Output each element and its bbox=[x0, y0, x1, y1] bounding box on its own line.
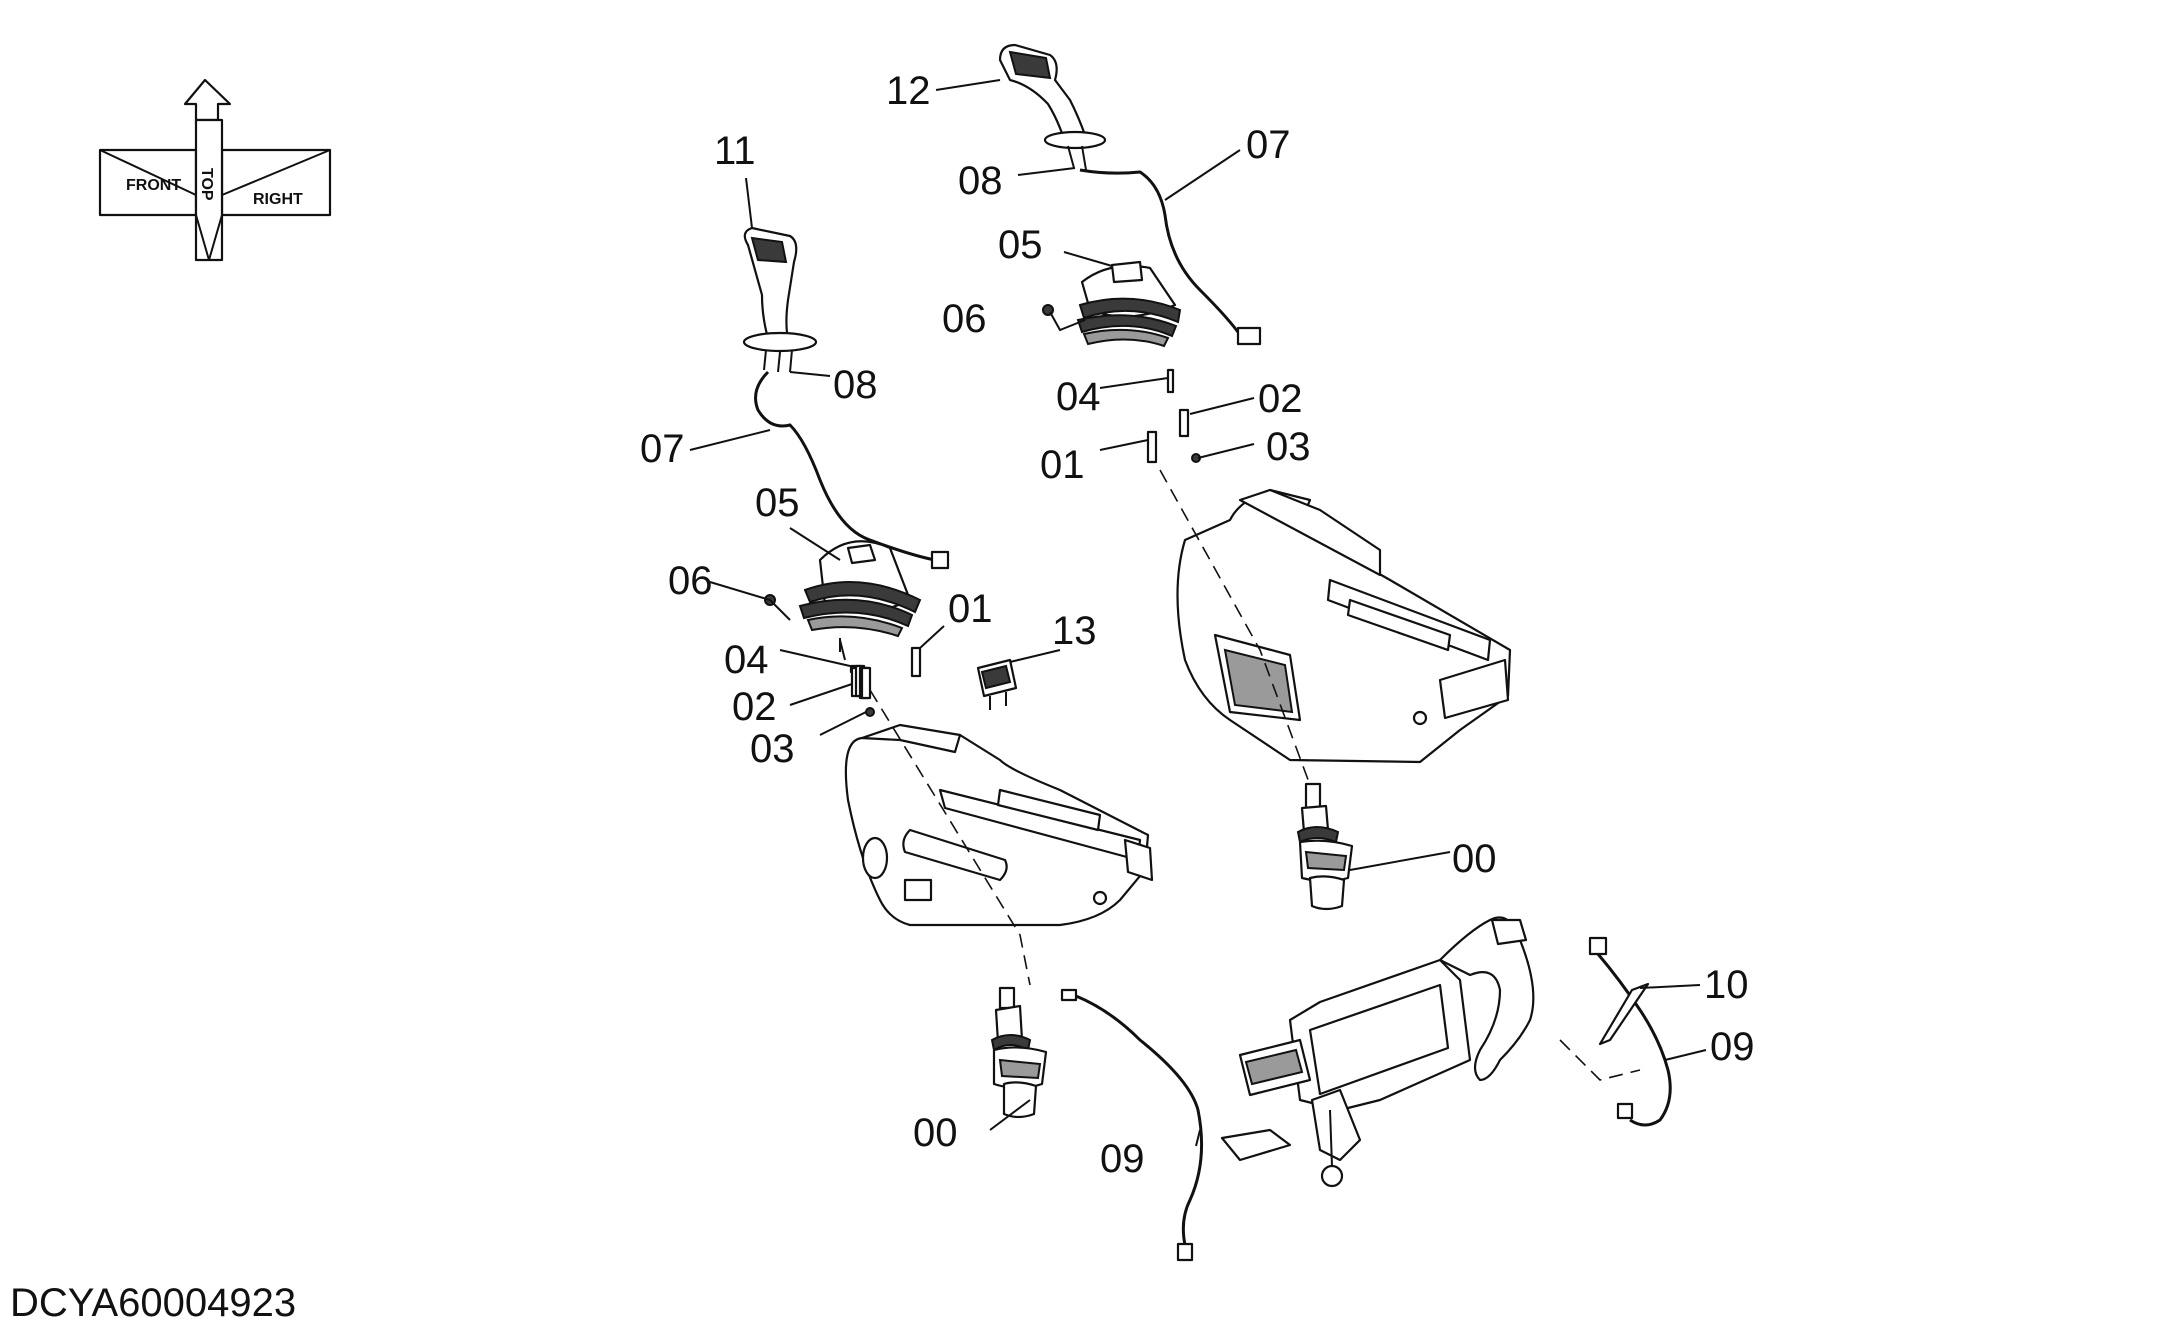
callout-03-right: 03 bbox=[1266, 425, 1311, 469]
callout-05-right: 05 bbox=[998, 223, 1043, 267]
left-pilot-valve bbox=[990, 986, 1048, 1119]
callout-00-right: 00 bbox=[1452, 837, 1497, 881]
right-harness-connector bbox=[1236, 326, 1262, 346]
front-label: FRONT bbox=[126, 177, 181, 194]
right-label: RIGHT bbox=[253, 191, 303, 208]
callout-05-left: 05 bbox=[755, 481, 800, 525]
callout-10: 10 bbox=[1704, 963, 1749, 1007]
leader-lines bbox=[689, 79, 1707, 1147]
callout-07-right: 07 bbox=[1246, 123, 1291, 167]
callout-09-left: 09 bbox=[1100, 1137, 1145, 1181]
left-wire bbox=[1075, 994, 1204, 1246]
callout-07-left: 07 bbox=[640, 427, 685, 471]
callout-04-left: 04 bbox=[724, 638, 769, 682]
right-console bbox=[1176, 488, 1512, 764]
callout-00-left: 00 bbox=[913, 1111, 958, 1155]
console-switch bbox=[976, 658, 1018, 710]
callout-08-right: 08 bbox=[958, 159, 1003, 203]
callout-09-right: 09 bbox=[1710, 1025, 1755, 1069]
top-label: TOP bbox=[198, 168, 215, 201]
left-nut-03 bbox=[865, 707, 875, 717]
right-bolt-01 bbox=[1146, 430, 1158, 464]
orientation-symbol: FRONT RIGHT TOP bbox=[98, 78, 332, 262]
drawing-code: DCYA60004923 bbox=[10, 1281, 296, 1325]
callout-01-right: 01 bbox=[1040, 443, 1085, 487]
left-joystick-grip bbox=[742, 226, 818, 373]
left-wire-connector-a bbox=[1060, 988, 1078, 1002]
left-bolt-01b bbox=[910, 646, 922, 678]
right-wire-connector-b bbox=[1616, 1102, 1634, 1120]
callout-02-left: 02 bbox=[732, 685, 777, 729]
right-washer-bolt-02 bbox=[1178, 408, 1190, 438]
top-arrow-icon bbox=[183, 78, 232, 122]
callout-06-right: 06 bbox=[942, 297, 987, 341]
callout-08-left: 08 bbox=[833, 363, 878, 407]
right-rubber-boot bbox=[1076, 260, 1182, 348]
armrest-bracket-assembly bbox=[1220, 916, 1535, 1188]
right-wire bbox=[1596, 953, 1672, 1127]
callout-02-right: 02 bbox=[1258, 377, 1303, 421]
right-wire-connector-a bbox=[1588, 936, 1608, 956]
cable-tie bbox=[1598, 982, 1650, 1046]
left-rubber-boot bbox=[798, 540, 922, 638]
callout-11: 11 bbox=[714, 129, 756, 173]
right-harness bbox=[1079, 168, 1242, 336]
callout-01-left: 01 bbox=[948, 587, 993, 631]
callout-12: 12 bbox=[886, 69, 931, 113]
right-joystick-grip bbox=[998, 43, 1107, 171]
callout-03-left: 03 bbox=[750, 727, 795, 771]
callout-13: 13 bbox=[1052, 609, 1097, 653]
right-pilot-valve bbox=[1296, 782, 1354, 911]
left-harness-connector bbox=[930, 550, 950, 570]
left-console bbox=[844, 723, 1154, 927]
callout-06-left: 06 bbox=[668, 559, 713, 603]
callout-04-right: 04 bbox=[1056, 375, 1101, 419]
left-wire-connector-b bbox=[1176, 1242, 1194, 1262]
right-pin-04 bbox=[1166, 368, 1175, 394]
